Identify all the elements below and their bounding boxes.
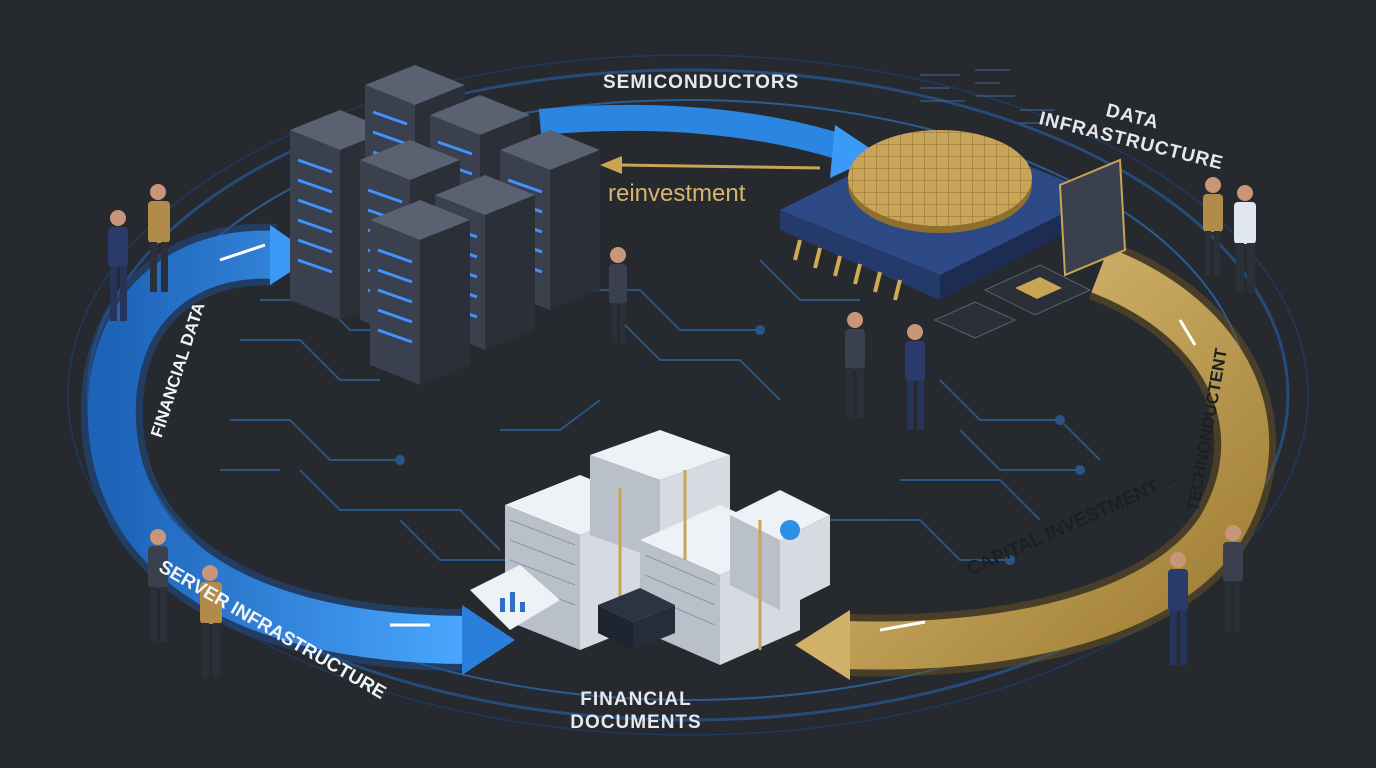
semiconductor-flow-arrow [538,104,880,178]
person-icon [148,184,170,292]
blue-flow-arrow [80,223,515,675]
silicon-wafer-icon [848,130,1032,233]
document-stack-icon [470,430,830,665]
server-racks [290,65,600,385]
financial-documents-line2: DOCUMENTS [570,712,702,733]
financial-documents-label: FINANCIAL DOCUMENTS [556,688,716,734]
person-icon [148,529,168,642]
gold-flow-arrow [795,241,1277,680]
person-icon [108,210,128,321]
server-rack-icon [370,200,470,385]
data-stream-lines [920,69,1055,124]
small-chip-icon [933,158,1127,339]
person-icon [200,565,222,678]
financial-documents-line1: FINANCIAL [580,689,692,710]
person-icon [1203,177,1223,276]
person-icon [845,312,865,418]
circuit-traces [220,259,1101,565]
people [108,177,1256,678]
person-icon [1168,552,1188,665]
person-icon [905,324,925,430]
person-icon [609,247,627,343]
semiconductors-label: SEMICONDUCTORS [603,72,800,93]
person-icon [1223,525,1243,631]
reinvestment-arrow [600,156,821,174]
person-icon [1234,185,1256,293]
reinvestment-label: reinvestment [608,180,746,207]
